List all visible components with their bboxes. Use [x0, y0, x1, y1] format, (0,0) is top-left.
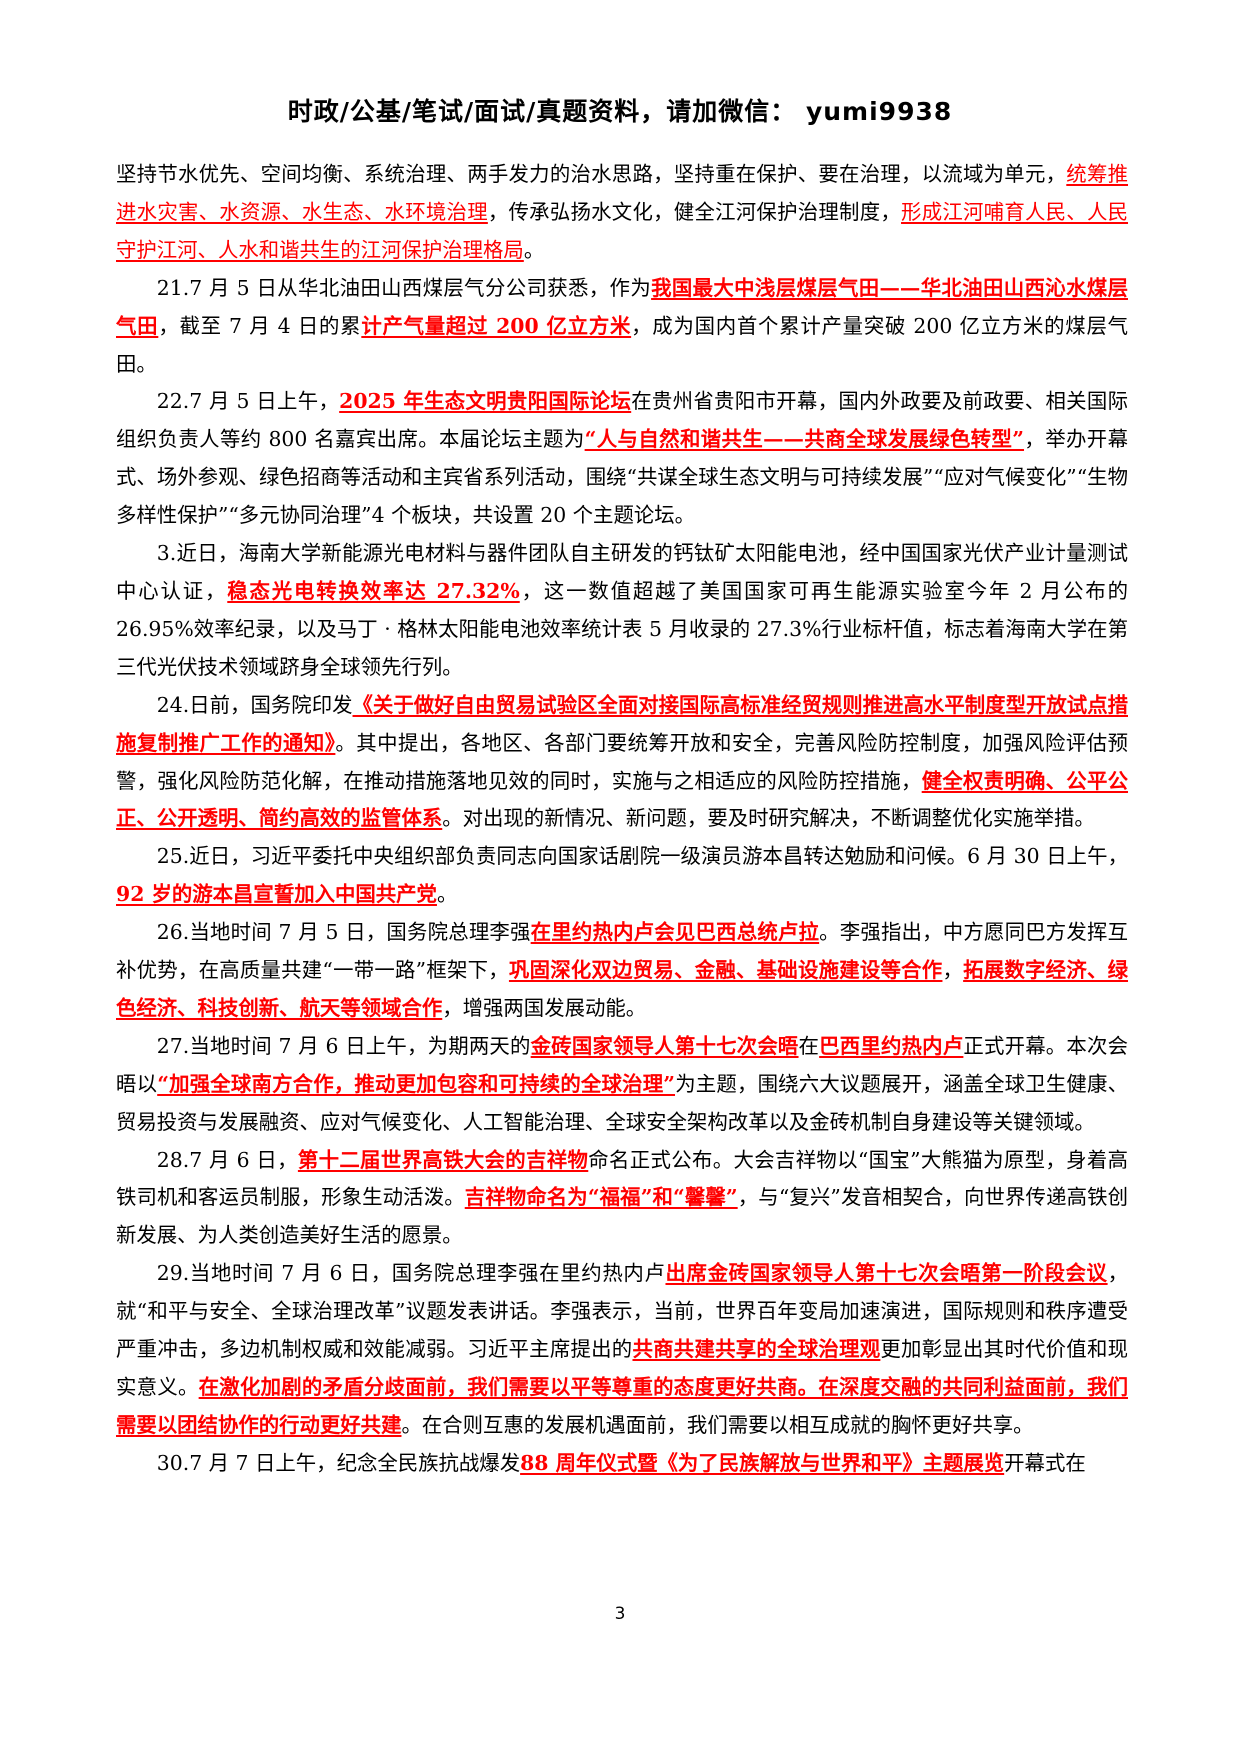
highlighted-keypoint: 统筹推进水灾害、水资源、水生态、水环境治理 [116, 162, 1129, 224]
body-text: 28.7 月 6 日， [156, 1147, 298, 1172]
page-header: 时政/公基/笔试/面试/真题资料，请加微信： yumi9938 [287, 97, 953, 126]
body-text: 坚持节水优先、空间均衡、系统治理、两手发力的治水思路，坚持重在保护、要在治理，以… [116, 162, 1067, 186]
body-text: ，成为国内首个累计产量突破 200 亿立方米的煤层气田。 [116, 313, 1129, 376]
highlighted-keypoint: 健全权责明确、公平公正、公开透明、简约高效的监管体系 [116, 768, 1129, 831]
highlighted-keypoint: 吉祥物命名为“福福”和“馨馨” [464, 1185, 738, 1210]
highlighted-keypoint: 出席金砖国家领导人第十七次会晤第一阶段会议 [665, 1261, 1108, 1286]
news-item-p24: 24.日前，国务院印发《关于做好自由贸易试验区全面对接国际高标准经贸规则推进高水… [116, 687, 1128, 839]
body-text: 29.当地时间 7 月 6 日，国务院总理李强在里约热内卢 [156, 1261, 666, 1286]
highlighted-keypoint: 2025 年生态文明贵阳国际论坛 [339, 389, 632, 414]
highlighted-keypoint: 计产气量超过 200 亿立方米 [361, 313, 632, 338]
body-text: ，举办开幕式、场外参观、绿色招商等活动和主宾省系列活动，围绕“共谋全球生态文明与… [116, 427, 1128, 528]
highlighted-keypoint: 拓展数字经济、绿色经济、科技创新、航天等领域合作 [116, 958, 1129, 1020]
document-body: 坚持节水优先、空间均衡、系统治理、两手发力的治水思路，坚持重在保护、要在治理，以… [116, 156, 1128, 1483]
body-text: 26.当地时间 7 月 5 日，国务院总理李强 [156, 920, 531, 945]
body-text: ，传承弘扬水文化，健全江河保护治理制度， [487, 199, 902, 224]
highlighted-keypoint: 巴西里约热内卢 [819, 1033, 964, 1058]
highlighted-keypoint: 在激化加剧的矛盾分歧面前，我们需要以平等尊重的态度更好共商。在深度交融的共同利益… [116, 1375, 1129, 1437]
news-item-p22: 22.7 月 5 日上午，2025 年生态文明贵阳国际论坛在贵州省贵阳市开幕，国… [116, 383, 1128, 535]
body-text: 25.近日，习近平委托中央组织部负责同志向国家话剧院一级演员游本昌转达勉励和问候… [156, 844, 1128, 869]
highlighted-keypoint: “人与自然和谐共生——共商全球发展绿色转型” [584, 427, 1025, 452]
body-text: 在贵州省贵阳市开幕，国内外政要及前政要、相关国际组织负责人等约 800 名嘉宾出… [116, 389, 1128, 452]
body-text: 在 [798, 1033, 820, 1058]
body-text: ，这一数值超越了美国国家可再生能源实验室今年 2 月公布的 26.95%效率纪录… [116, 578, 1129, 679]
body-text: 正式开幕。本次会晤以 [116, 1033, 1129, 1096]
body-text: 27.当地时间 7 月 6 日上午，为期两天的 [156, 1033, 531, 1058]
news-item-p30: 30.7 月 7 日上午，纪念全民族抗战爆发88 周年仪式暨《为了民族解放与世界… [116, 1445, 1128, 1483]
body-text: 24.日前，国务院印发 [156, 692, 353, 717]
highlighted-keypoint: 稳态光电转换效率达 27.32% [227, 578, 520, 603]
body-text: 。 [436, 882, 458, 907]
highlighted-keypoint: 巩固深化双边贸易、金融、基础设施建设等合作 [508, 958, 943, 983]
news-item-p3: 3.近日，海南大学新能源光电材料与器件团队自主研发的钙钛矿太阳能电池，经中国国家… [116, 535, 1128, 687]
highlighted-keypoint: 形成江河哺育人民、人民守护江河、人水和谐共生的江河保护治理格局 [116, 199, 1129, 262]
highlighted-keypoint: 《关于做好自由贸易试验区全面对接国际高标准经贸规则推进高水平制度型开放试点措施复… [116, 692, 1128, 755]
highlighted-keypoint: “加强全球南方合作，推动更加包容和可持续的全球治理” [157, 1071, 676, 1096]
page-number: 3 [614, 1604, 626, 1624]
news-item-p26: 26.当地时间 7 月 5 日，国务院总理李强在里约热内卢会见巴西总统卢拉。李强… [116, 914, 1128, 1028]
body-text: 22.7 月 5 日上午， [156, 389, 340, 414]
highlighted-keypoint: 第十二届世界高铁大会的吉祥物 [297, 1147, 589, 1172]
news-item-p25: 25.近日，习近平委托中央组织部负责同志向国家话剧院一级演员游本昌转达勉励和问候… [116, 838, 1128, 914]
body-text: 。李强指出，中方愿同巴方发挥互补优势，在高质量共建“一带一路”框架下， [116, 920, 1129, 983]
body-text: 。其中提出，各地区、各部门要统筹开放和安全，完善风险防控制度，加强风险评估预警，… [116, 730, 1128, 793]
highlighted-keypoint: 92 岁的游本昌宣誓加入中国共产党 [116, 882, 437, 907]
highlighted-keypoint: 共商共建共享的全球治理观 [632, 1337, 881, 1362]
body-text: 为主题，围绕六大议题展开，涵盖全球卫生健康、贸易投资与发展融资、应对气候变化、人… [116, 1071, 1128, 1134]
highlighted-keypoint: 我国最大中浅层煤层气田——华北油田山西沁水煤层气田 [116, 275, 1128, 338]
highlighted-keypoint: 金砖国家领导人第十七次会晤 [530, 1033, 799, 1058]
body-text: ，就“和平与安全、全球治理改革”议题发表讲话。李强表示，当前，世界百年变局加速演… [116, 1261, 1128, 1362]
body-text: 21.7 月 5 日从华北油田山西煤层气分公司获悉，作为 [156, 275, 652, 300]
body-text: ， [942, 958, 964, 983]
news-item-p29: 29.当地时间 7 月 6 日，国务院总理李强在里约热内卢出席金砖国家领导人第十… [116, 1255, 1128, 1445]
body-text: 命名正式公布。大会吉祥物以“国宝”大熊猫为原型，身着高铁司机和客运员制服，形象生… [116, 1147, 1128, 1210]
news-item-p21: 21.7 月 5 日从华北油田山西煤层气分公司获悉，作为我国最大中浅层煤层气田—… [116, 270, 1128, 384]
body-text: 。 [523, 237, 545, 262]
highlighted-keypoint: 88 周年仪式暨《为了民族解放与世界和平》主题展览 [520, 1450, 1005, 1475]
news-item-p0: 坚持节水优先、空间均衡、系统治理、两手发力的治水思路，坚持重在保护、要在治理，以… [116, 156, 1128, 270]
body-text: 30.7 月 7 日上午，纪念全民族抗战爆发 [156, 1450, 521, 1475]
body-text: 3.近日，海南大学新能源光电材料与器件团队自主研发的钙钛矿太阳能电池，经中国国家… [116, 541, 1128, 603]
body-text: 。对出现的新情况、新问题，要及时研究解决，不断调整优化实施举措。 [442, 806, 1095, 831]
body-text: ，与“复兴”发音相契合，向世界传递高铁创新发展、为人类创造美好生活的愿景。 [116, 1185, 1129, 1248]
body-text: 开幕式在 [1004, 1450, 1086, 1475]
news-item-p28: 28.7 月 6 日，第十二届世界高铁大会的吉祥物命名正式公布。大会吉祥物以“国… [116, 1142, 1128, 1256]
body-text: 。在合则互惠的发展机遇面前，我们需要以相互成就的胸怀更好共享。 [401, 1412, 1034, 1437]
body-text: ，截至 7 月 4 日的累 [158, 313, 362, 338]
body-text: ，增强两国发展动能。 [442, 995, 647, 1020]
body-text: 更加彰显出其时代价值和现实意义。 [116, 1337, 1129, 1399]
news-item-p27: 27.当地时间 7 月 6 日上午，为期两天的金砖国家领导人第十七次会晤在巴西里… [116, 1028, 1128, 1142]
highlighted-keypoint: 在里约热内卢会见巴西总统卢拉 [530, 920, 820, 945]
